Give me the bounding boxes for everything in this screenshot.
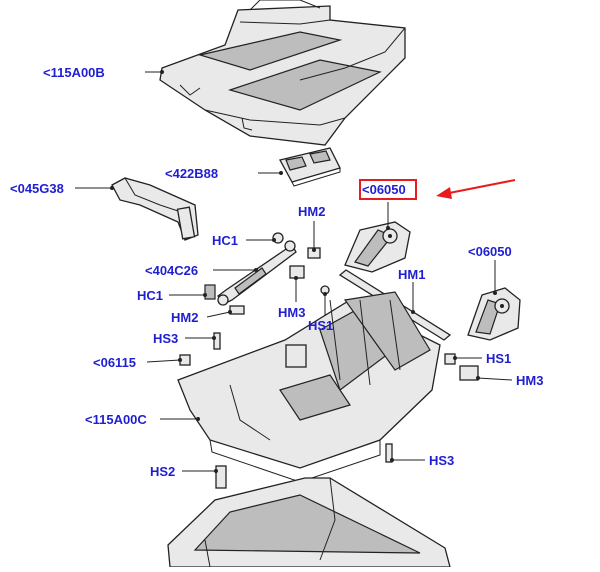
part-top-tray	[159, 0, 406, 146]
callout-hs1-mid[interactable]: HS1	[308, 318, 334, 333]
callout-hm2-mid[interactable]: HM2	[171, 310, 199, 325]
part-base-tray	[177, 291, 441, 483]
part-bracket-center	[344, 221, 411, 273]
callout-hc1-mid[interactable]: HC1	[137, 288, 164, 303]
callout-hc1-top[interactable]: HC1	[212, 233, 239, 248]
red-arrow	[436, 179, 516, 199]
part-lower-cover	[167, 477, 451, 568]
callout-115a00b[interactable]: <115A00B	[43, 65, 105, 80]
callout-06050-right[interactable]: <06050	[468, 244, 512, 259]
callout-404c26[interactable]: <404C26	[145, 263, 199, 278]
part-hinge-arm	[111, 177, 199, 241]
part-gas-strut	[217, 240, 297, 306]
callout-06115[interactable]: <06115	[93, 355, 137, 370]
part-bracket-right	[467, 287, 521, 341]
callout-06050-highlighted[interactable]: <06050	[359, 179, 417, 200]
callout-hs1-right[interactable]: HS1	[486, 351, 512, 366]
callout-422b88[interactable]: <422B88	[165, 166, 219, 181]
callout-hs3-left[interactable]: HS3	[153, 331, 179, 346]
callout-045g38[interactable]: <045G38	[10, 181, 64, 196]
part-fasteners	[179, 232, 479, 489]
callout-hm3-right[interactable]: HM3	[516, 373, 544, 388]
callout-hm3-mid[interactable]: HM3	[278, 305, 306, 320]
callout-hm1[interactable]: HM1	[398, 267, 426, 282]
callout-115a00c[interactable]: <115A00C	[85, 412, 147, 427]
callout-hm2-top[interactable]: HM2	[298, 204, 326, 219]
callout-hs2[interactable]: HS2	[150, 464, 176, 479]
callout-hs3-right[interactable]: HS3	[429, 453, 455, 468]
part-clip	[279, 147, 341, 187]
leader-lines	[75, 70, 513, 473]
